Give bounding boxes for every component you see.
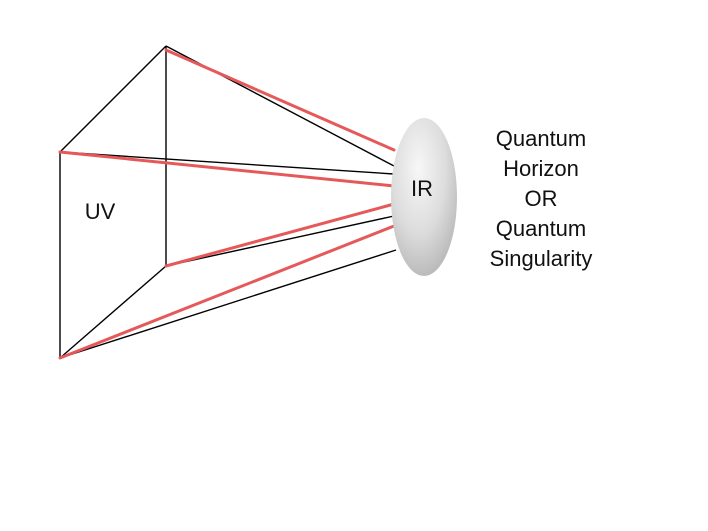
caption: Quantum Horizon OR Quantum Singularity	[490, 126, 593, 271]
uv-label: UV	[85, 199, 116, 224]
red-rays	[58, 48, 396, 360]
caption-line-1: Quantum	[496, 126, 587, 151]
uv-frame	[59, 45, 167, 359]
red-ray-top	[164, 48, 396, 152]
frame-left-top-diagonal	[59, 45, 167, 153]
caption-line-2: Horizon	[503, 156, 579, 181]
frame-left-bottom-diagonal	[59, 265, 167, 359]
ir-ellipse	[391, 118, 457, 276]
black-ray-lower	[59, 249, 397, 359]
red-ray-upper	[58, 150, 396, 188]
caption-line-3: OR	[525, 186, 558, 211]
red-ray-middle	[164, 202, 396, 268]
ir-label: IR	[411, 176, 433, 201]
red-ray-lower	[58, 224, 396, 360]
caption-line-5: Singularity	[490, 246, 593, 271]
caption-line-4: Quantum	[496, 216, 587, 241]
black-ray-upper	[59, 151, 395, 175]
black-ray-middle	[165, 215, 395, 267]
